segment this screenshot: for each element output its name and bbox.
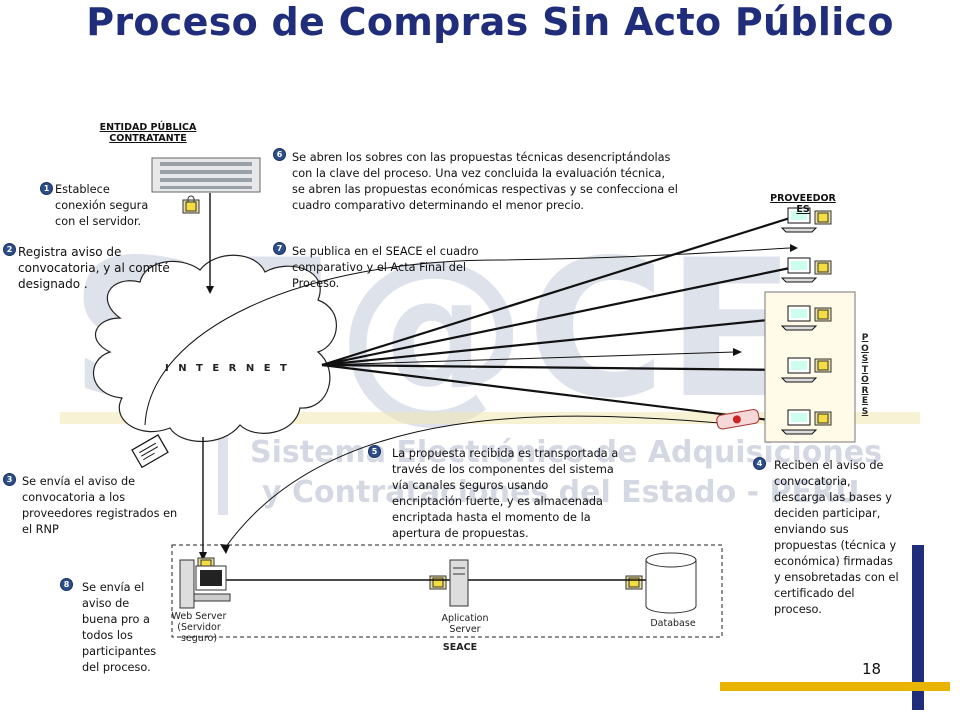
entity-building-icon [151,157,261,193]
sealed-envelope-icon [716,408,760,430]
step-text-5: La propuesta recibida es transportada a … [392,447,619,540]
entity-label: ENTIDAD PÚBLICA CONTRATANTE [99,122,197,144]
seace-server-group [171,544,723,638]
providers-label: PROVEEDOR ES [770,193,836,215]
step-badge-6: 6 [273,148,286,161]
step-badge-2: 2 [3,243,16,256]
page-number: 18 [862,660,882,678]
link-step-3 [321,351,736,366]
application-server-label: Aplication Server [441,613,489,635]
web-server-icon [179,559,231,609]
step-text-1: Establece conexión segura con el servido… [55,183,149,228]
seace-label: SEACE [442,642,478,653]
curve-step-2 [144,247,791,426]
step-text-8: Se envía el aviso de buena pro a todos l… [82,581,157,674]
step-badge-4: 4 [753,457,766,470]
watermark-bar [218,425,228,515]
provider-links [321,216,791,424]
accent-blue-bar [912,545,924,710]
step-badge-8: 8 [60,578,73,591]
web-server-label: Web Server (Servidor seguro) [171,611,227,644]
watermark-line2: y Contrataciones del Estado - PERU [262,475,859,510]
step-badge-1: 1 [40,182,53,195]
step-badge-7: 7 [273,242,286,255]
step-text-3: Se envía el aviso de convocatoria a los … [22,475,178,536]
curve-step-5 [224,415,721,549]
padlock-icons [182,195,832,590]
step-text-7: Se publica en el SEACE el cuadro compara… [292,245,479,290]
database-icon [645,552,697,614]
document-icon [131,434,169,469]
internet-label: I N T E R N E T [165,363,290,374]
step-badge-3: 3 [3,473,16,486]
step-text-2: Registra aviso de convocatoria, y al com… [18,245,170,291]
database-label: Database [650,618,696,629]
step-text-6: Se abren los sobres con las propuestas t… [292,151,678,212]
accent-yellow-bar [720,682,950,691]
step-text-4: Reciben el aviso de convocatoria, descar… [774,459,899,616]
provider-computer-icons [780,207,818,435]
internet-cloud [93,254,337,443]
application-server-icon [449,559,469,607]
step-badge-5: 5 [368,445,381,458]
page-title: Proceso de Compras Sin Acto Público [86,0,894,44]
